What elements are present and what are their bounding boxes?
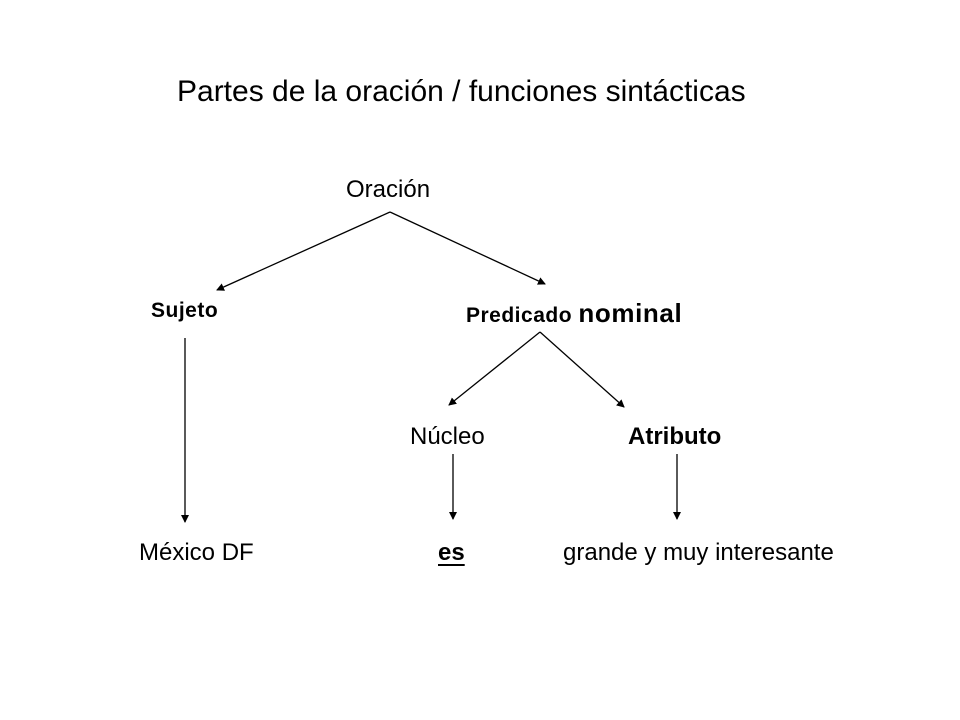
- leaf-grande-y-muy-interesante: grande y muy interesante: [563, 539, 834, 566]
- node-predicado-nominal: Predicado nominal: [466, 300, 682, 326]
- predicado-label: Predicado: [466, 304, 573, 327]
- nominal-label: nominal: [578, 298, 683, 328]
- node-nucleo: Núcleo: [410, 423, 485, 450]
- leaf-es: es: [438, 539, 465, 566]
- edge-predicado-to-nucleo: [448, 331, 541, 406]
- edge-oracion-to-sujeto: [216, 211, 391, 291]
- slide-title: Partes de la oración / funciones sintáct…: [177, 75, 746, 108]
- leaf-mexico-df: México DF: [139, 539, 254, 566]
- node-atributo: Atributo: [628, 423, 722, 450]
- node-oracion: Oración: [346, 176, 431, 203]
- edge-oracion-to-predicado: [389, 211, 546, 285]
- edge-predicado-to-atributo: [539, 331, 625, 408]
- node-sujeto: Sujeto: [151, 299, 219, 322]
